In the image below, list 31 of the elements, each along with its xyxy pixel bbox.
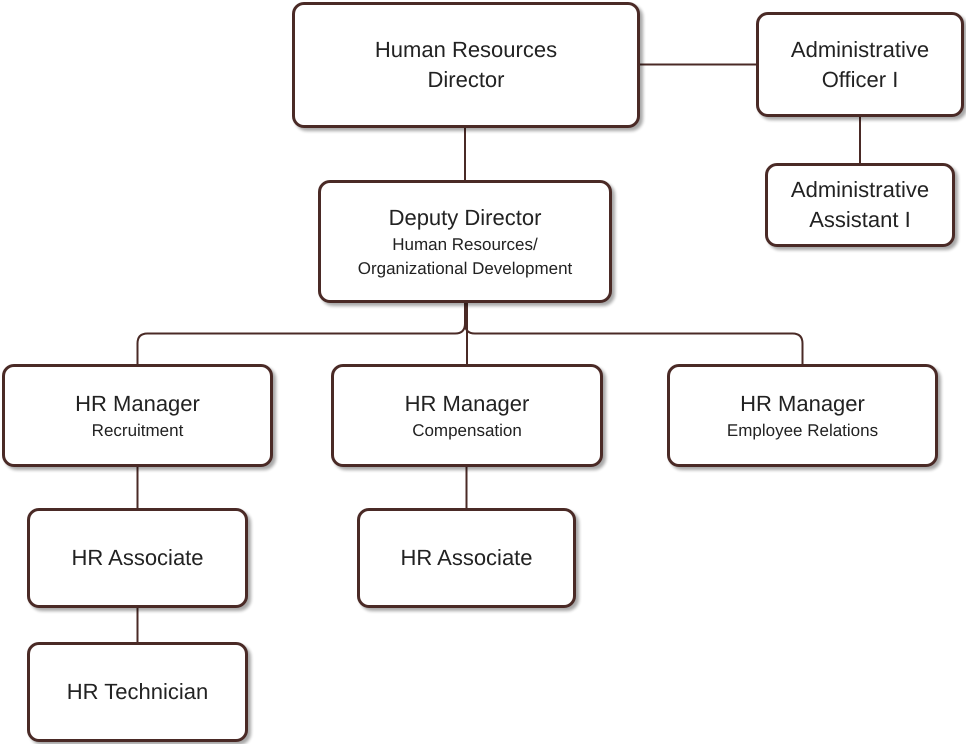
connector-line <box>464 128 466 180</box>
org-box <box>756 12 964 117</box>
connector-line <box>640 64 756 66</box>
position-title: Human Resources Director <box>374 36 558 94</box>
position-title: HR Associate <box>71 544 204 572</box>
connector-line <box>466 303 468 364</box>
position-title: Administrative Assistant I <box>790 176 930 234</box>
position-title: HR Manager <box>740 390 865 418</box>
position-title: Administrative Officer I <box>790 36 930 94</box>
department-name: Human Resources/ Organizational Development <box>356 234 574 280</box>
position-title: HR Manager <box>404 390 530 418</box>
connector-line <box>136 608 138 642</box>
position-title: HR Associate <box>400 544 533 572</box>
connector-line <box>859 117 861 163</box>
department-name: Compensation <box>412 420 522 442</box>
connector-line <box>136 467 138 508</box>
org-box <box>318 180 612 303</box>
org-box <box>27 642 248 742</box>
org-box <box>292 2 640 128</box>
connector-line <box>466 467 468 508</box>
org-box <box>2 364 273 467</box>
org-box <box>765 163 955 247</box>
position-title: HR Technician <box>66 678 208 706</box>
department-name: Recruitment <box>92 420 184 442</box>
org-box <box>357 508 576 608</box>
org-box <box>331 364 603 467</box>
org-box <box>27 508 248 608</box>
position-title: HR Manager <box>75 390 200 418</box>
department-name: Employee Relations <box>726 420 878 442</box>
position-title: Deputy Director <box>388 204 542 232</box>
org-box <box>667 364 938 467</box>
